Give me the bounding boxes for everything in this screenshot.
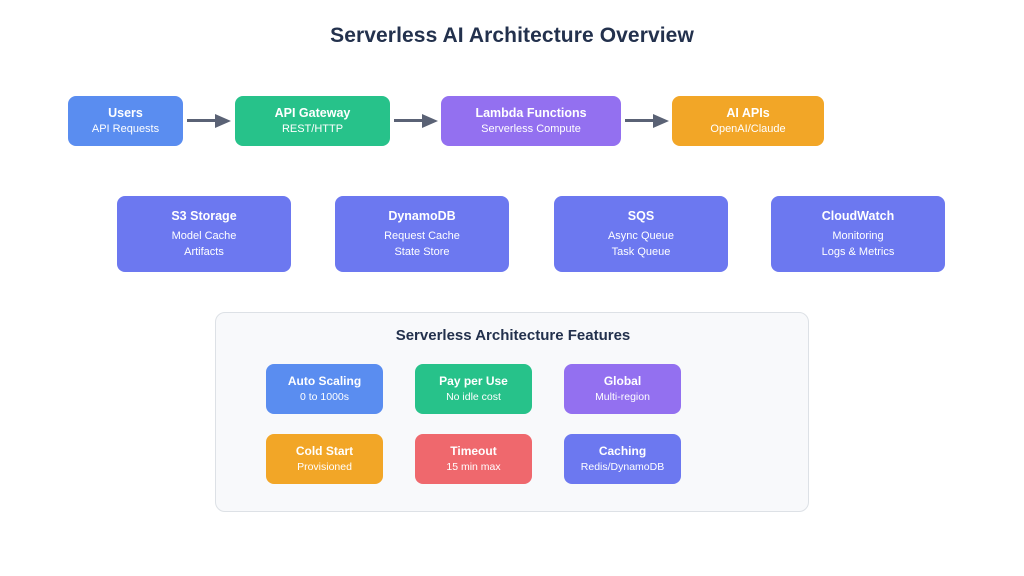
service-card-line-1: Request Cache <box>384 230 460 242</box>
flow-node-title: Lambda Functions <box>475 106 587 120</box>
feature-chip-title: Timeout <box>450 444 497 458</box>
feature-chip-title: Cold Start <box>295 444 354 458</box>
feature-chip-title: Pay per Use <box>439 374 508 388</box>
arrow-lambda-to-ai-apis-icon <box>625 114 669 128</box>
features-panel-heading: Serverless Architecture Features <box>395 327 631 344</box>
feature-chip-subtitle: Redis/DynamoDB <box>580 461 665 473</box>
arrow-shaft <box>187 119 215 122</box>
flow-node-title: AI APIs <box>726 106 770 120</box>
flow-node-title: Users <box>108 106 143 120</box>
arrow-head <box>653 114 669 128</box>
arrow-api-gateway-to-lambda-icon <box>394 114 438 128</box>
service-card-line-1: Async Queue <box>607 230 675 242</box>
arrow-head <box>215 114 231 128</box>
feature-chip-title: Global <box>603 374 642 388</box>
feature-chip-title: Auto Scaling <box>287 374 362 388</box>
service-card-title: DynamoDB <box>388 209 456 223</box>
feature-chip-grid: Auto Scaling 0 to 1000s Pay per Use No idle… <box>266 364 760 504</box>
flow-node-subtitle: API Requests <box>91 123 160 135</box>
arrow-shaft <box>394 119 422 122</box>
flow-node-subtitle: Serverless Compute <box>481 123 581 135</box>
service-card-line-2: Artifacts <box>184 246 224 258</box>
feature-chip-title: Caching <box>598 444 647 458</box>
service-card-title: SQS <box>627 209 655 223</box>
feature-chip-subtitle: Multi-region <box>595 391 650 403</box>
service-card-line-2: Logs & Metrics <box>821 246 895 258</box>
service-card-line-2: Task Queue <box>611 246 671 258</box>
page-title: Serverless AI Architecture Overview <box>330 24 694 47</box>
feature-chip-subtitle: Provisioned <box>297 461 352 473</box>
feature-chip-pay-per-use[interactable]: Pay per Use No idle cost <box>415 364 532 414</box>
flow-node-subtitle: OpenAI/Claude <box>710 123 786 135</box>
serverless-features-panel: Serverless Architecture Features Auto Sc… <box>215 312 809 512</box>
flow-node-title: API Gateway <box>274 106 351 120</box>
service-card-line-1: Monitoring <box>832 230 884 242</box>
service-card-line-1: Model Cache <box>171 230 237 242</box>
feature-chip-subtitle: No idle cost <box>446 391 501 403</box>
feature-chip-subtitle: 15 min max <box>446 461 501 473</box>
service-card-line-2: State Store <box>394 246 450 258</box>
arrow-head <box>422 114 438 128</box>
service-card-title: S3 Storage <box>171 209 237 223</box>
feature-chip-timeout[interactable]: Timeout 15 min max <box>415 434 532 484</box>
feature-chip-auto-scaling[interactable]: Auto Scaling 0 to 1000s <box>266 364 383 414</box>
service-card-title: CloudWatch <box>821 209 895 223</box>
arrow-shaft <box>625 119 653 122</box>
feature-chip-subtitle: 0 to 1000s <box>299 391 350 403</box>
feature-chip-row: Auto Scaling 0 to 1000s Pay per Use No idle… <box>266 364 760 414</box>
flow-node-subtitle: REST/HTTP <box>281 123 344 135</box>
arrow-users-to-api-gateway-icon <box>187 114 231 128</box>
